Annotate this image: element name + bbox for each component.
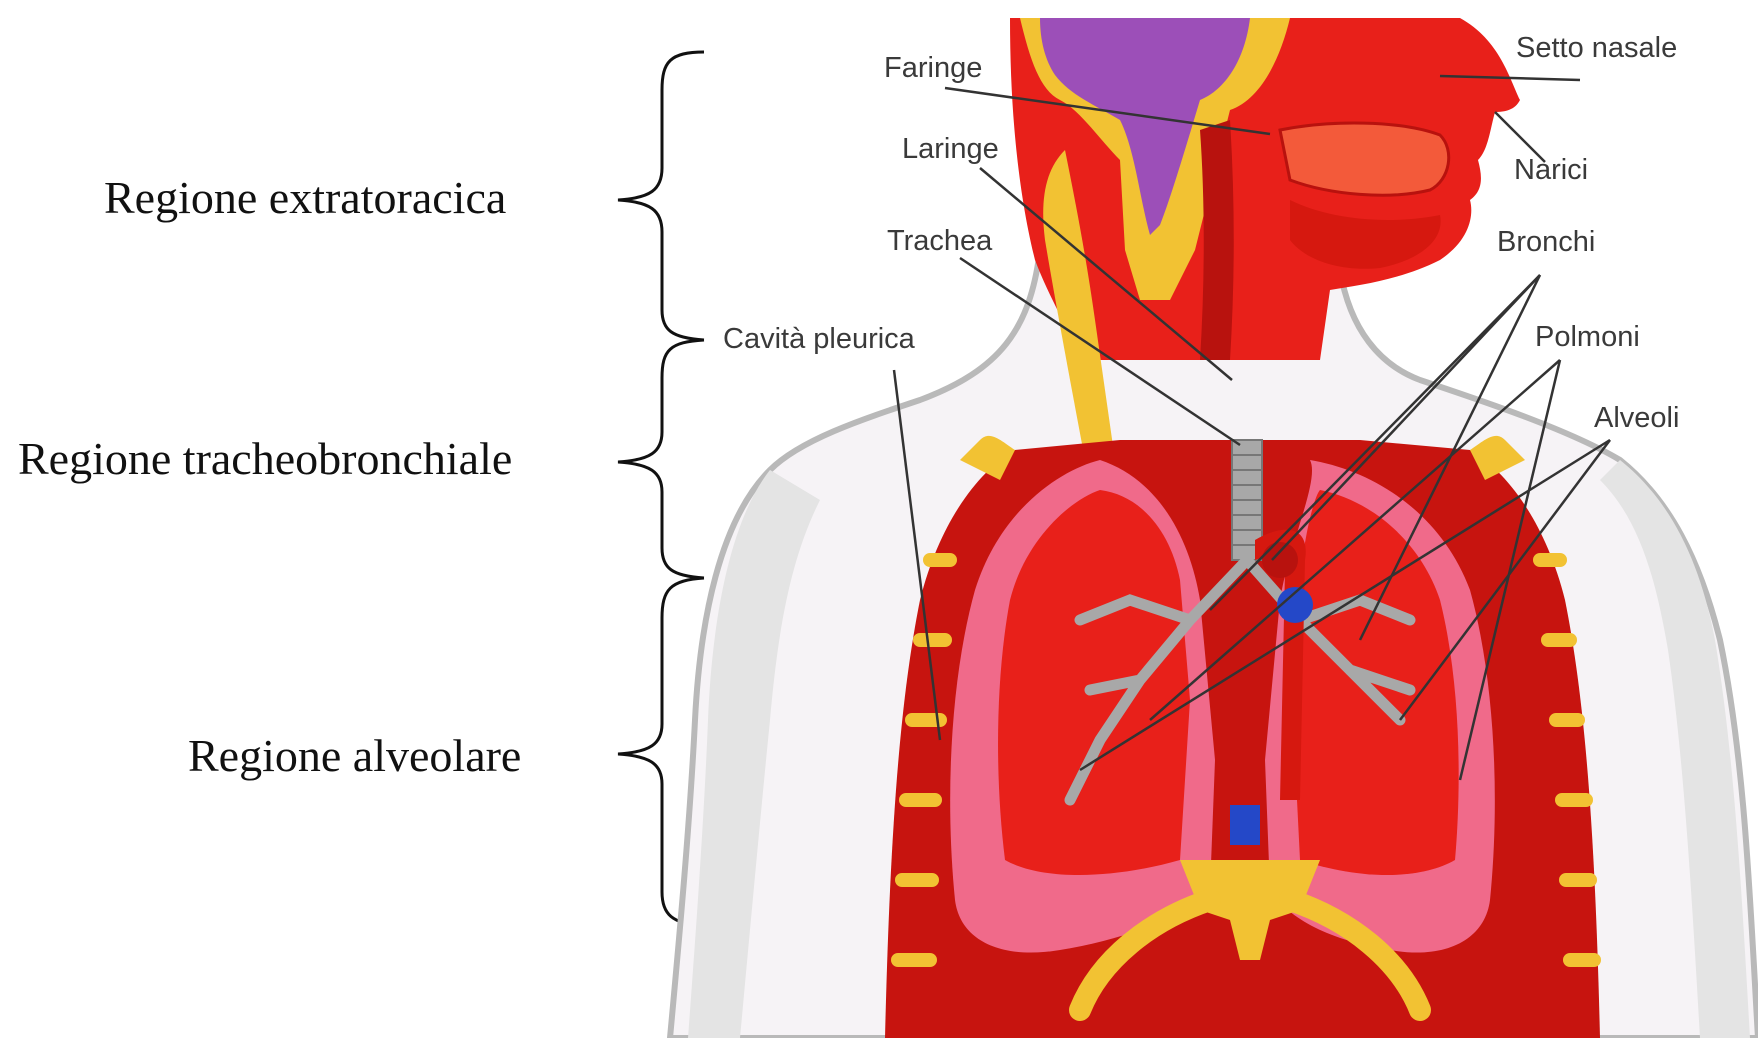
label-polmoni: Polmoni xyxy=(1535,323,1640,352)
region-tracheobronchial-label: Regione tracheobronchiale xyxy=(18,436,512,482)
region-alveolar-label: Regione alveolare xyxy=(188,733,521,779)
label-alveoli: Alveoli xyxy=(1594,404,1679,433)
brace-extrathoracic xyxy=(618,52,704,340)
pharynx-airway xyxy=(1200,120,1234,360)
label-bronchi: Bronchi xyxy=(1497,228,1595,257)
label-narici: Narici xyxy=(1514,156,1588,185)
thorax xyxy=(885,436,1600,1038)
region-extrathoracic-label: Regione extratoracica xyxy=(104,175,506,221)
label-trachea: Trachea xyxy=(887,227,992,256)
heart-vessel-red xyxy=(1262,542,1298,578)
label-laringe: Laringe xyxy=(902,135,999,164)
label-faringe: Faringe xyxy=(884,54,982,83)
brace-tracheobronchial xyxy=(618,340,704,578)
vena-cava xyxy=(1230,805,1260,845)
nasal-cavity xyxy=(1280,123,1449,195)
label-cavita-pleurica: Cavità pleurica xyxy=(723,325,915,354)
label-setto-nasale: Setto nasale xyxy=(1516,34,1677,63)
